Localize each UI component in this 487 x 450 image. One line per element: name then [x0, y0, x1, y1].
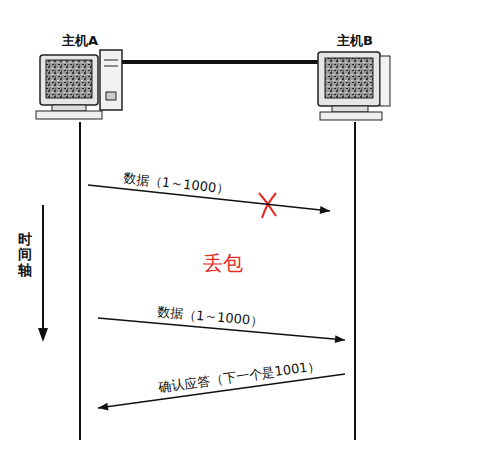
message-label: 数据（1～1000）	[121, 170, 232, 197]
time-axis-head	[38, 328, 48, 342]
host-name: 主机A	[59, 33, 101, 49]
host-node: 主机B	[334, 30, 376, 49]
host-name: 主机B	[334, 33, 376, 49]
computer-b	[318, 52, 390, 120]
network-cable	[122, 60, 318, 64]
packet-loss-label: 丢包	[203, 250, 243, 277]
computer-a	[36, 50, 122, 119]
message-label: 数据（1～1000）	[154, 305, 265, 330]
time-axis-line	[42, 205, 44, 332]
time-axis-label: 时间轴	[18, 232, 32, 278]
timeline-a	[79, 122, 81, 440]
message-label: 确认应答（下一个是1001）	[156, 358, 324, 396]
host-node: 主机A	[59, 30, 101, 49]
timeline-b	[354, 122, 356, 440]
